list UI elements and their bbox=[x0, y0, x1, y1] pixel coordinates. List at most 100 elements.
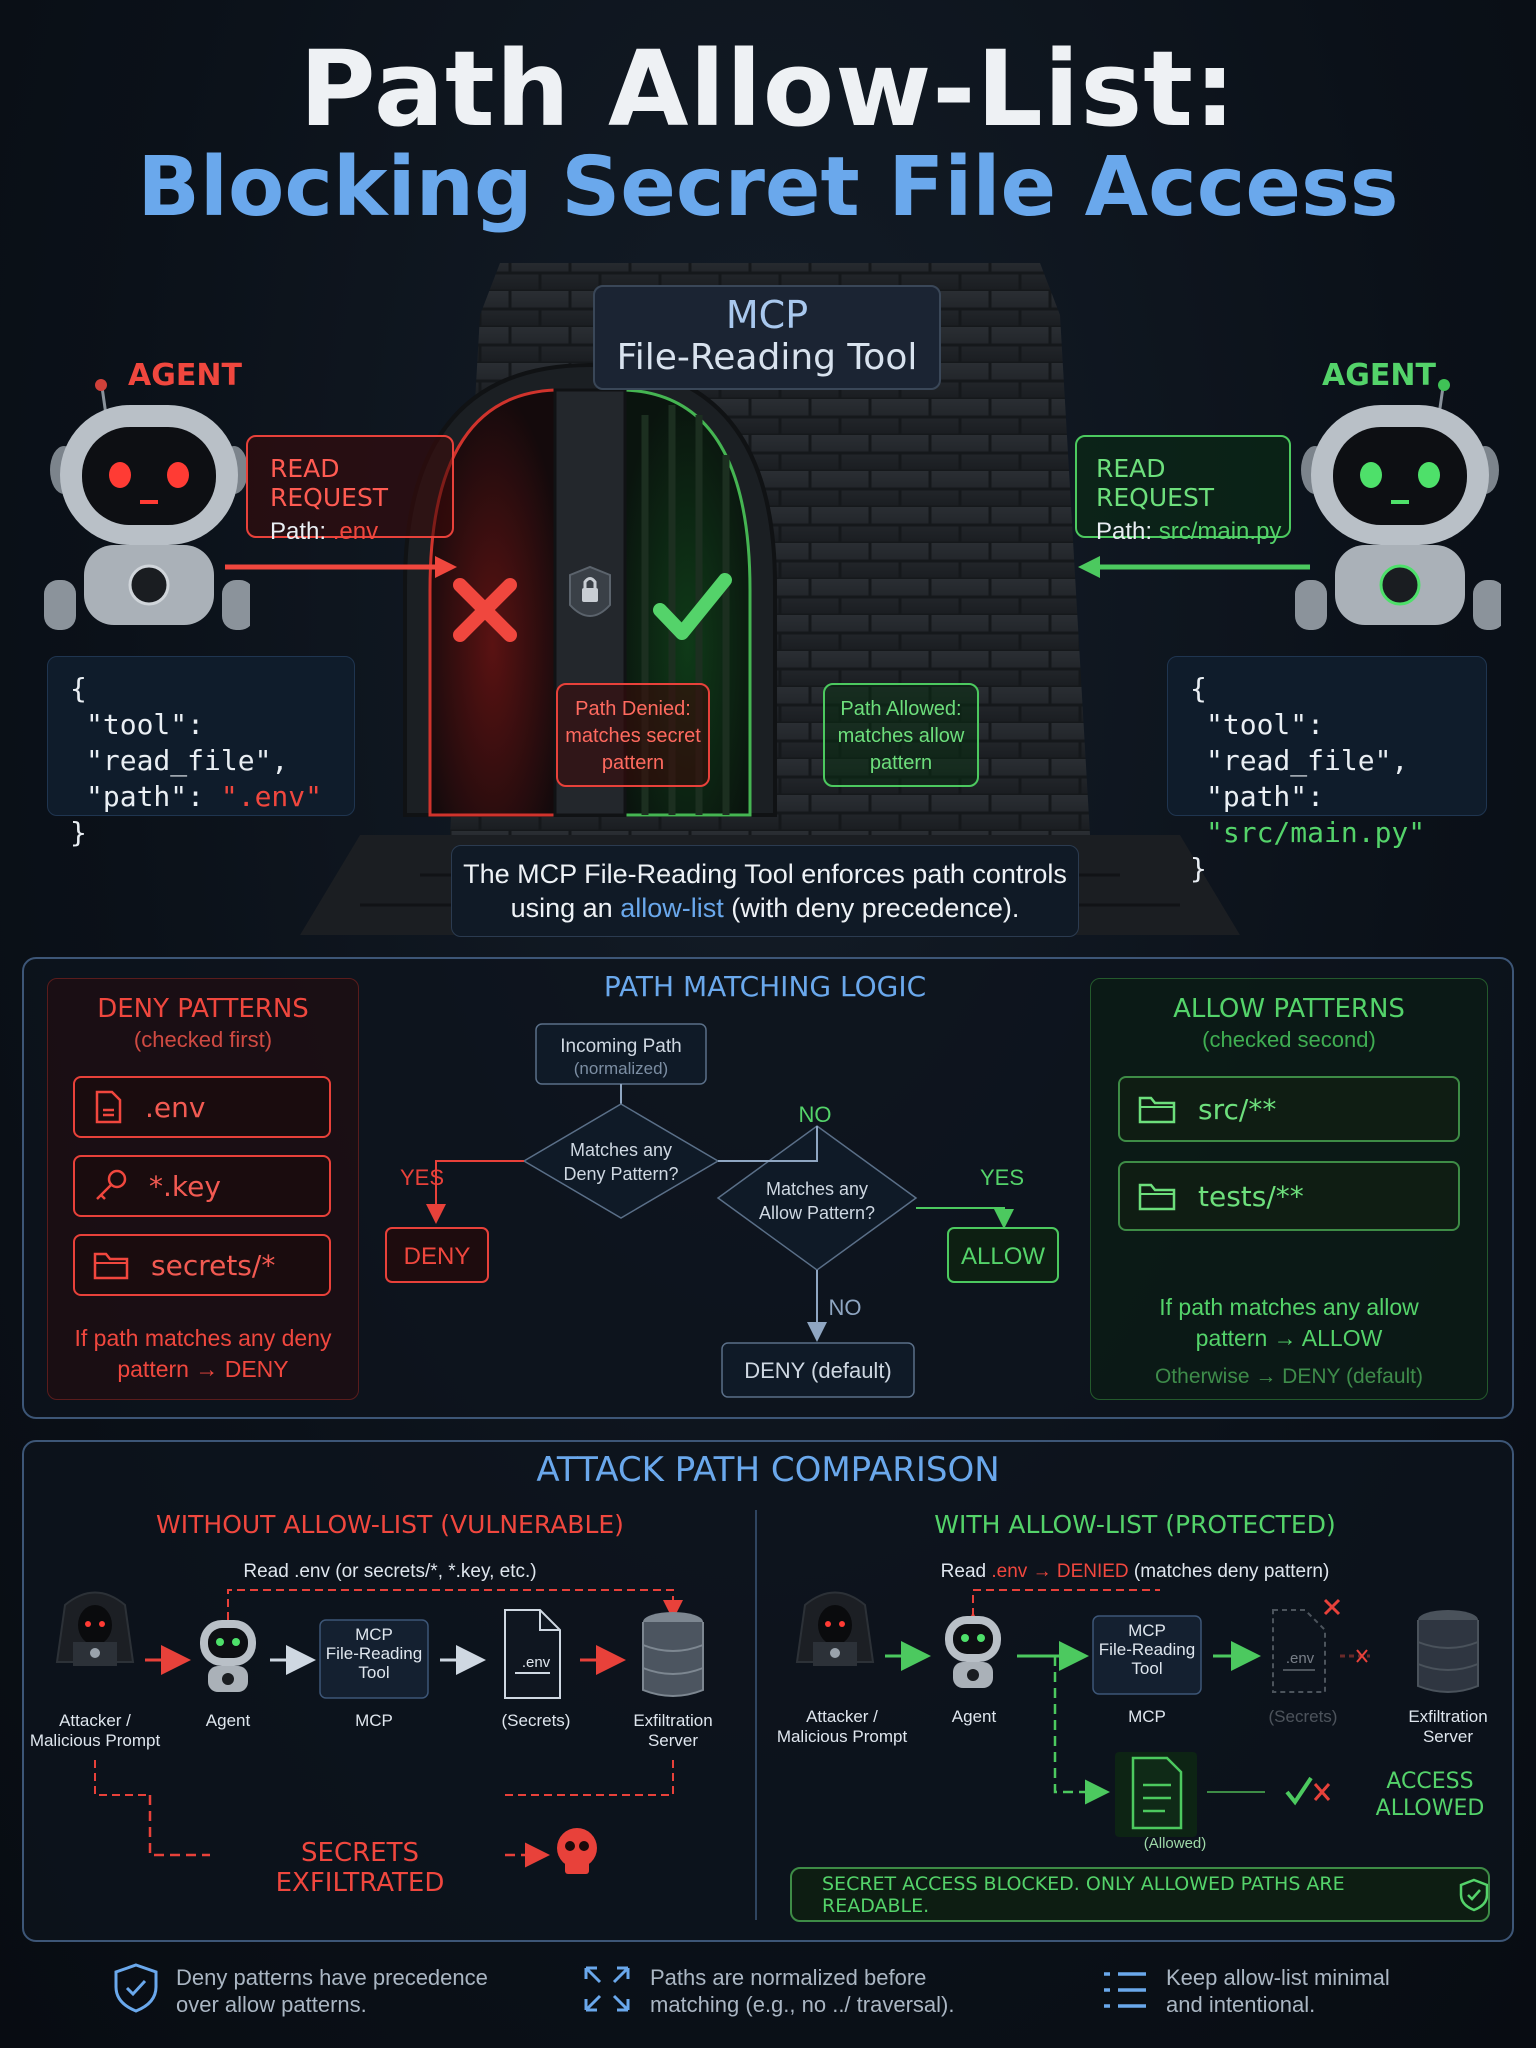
footer-line: Deny patterns have precedence bbox=[176, 1965, 488, 1990]
list-icon bbox=[1104, 1972, 1146, 2008]
without-agent-label: Agent bbox=[205, 1711, 251, 1730]
deny-patterns-title: DENY PATTERNS bbox=[97, 994, 309, 1024]
code-line: "tool": "read_file", bbox=[86, 708, 289, 777]
deny-node-text: DENY bbox=[404, 1243, 471, 1270]
label-line: Tool bbox=[1131, 1659, 1163, 1678]
comparison-divider bbox=[755, 1510, 757, 1920]
caption-text: (with deny precedence). bbox=[723, 893, 1020, 923]
with-agent-label: Agent bbox=[951, 1707, 997, 1726]
label-line: Server bbox=[647, 1731, 699, 1750]
blocked-env-file-icon bbox=[1272, 1609, 1326, 1693]
allow-list-term: allow-list bbox=[620, 893, 724, 923]
label-line: MCP bbox=[355, 1625, 393, 1644]
left-read-request: READ REQUEST Path: .env bbox=[246, 435, 454, 545]
allow-question-line: Allow Pattern? bbox=[759, 1203, 875, 1223]
attacker-icon bbox=[795, 1591, 875, 1666]
allow-note-line: If path matches any allow bbox=[1159, 1294, 1419, 1320]
allow-question-line: Matches any bbox=[766, 1179, 868, 1199]
label-line: Tool bbox=[358, 1663, 390, 1682]
title-line-1: Path Allow-List: bbox=[299, 28, 1237, 150]
shield-check-icon bbox=[1459, 1878, 1488, 1911]
deny-default-text: DENY (default) bbox=[744, 1358, 892, 1383]
label-line: ALLOWED bbox=[1375, 1796, 1485, 1821]
without-title: WITHOUT ALLOW-LIST (VULNERABLE) bbox=[156, 1510, 624, 1539]
with-attacker-label: Attacker /Malicious Prompt bbox=[772, 1707, 912, 1747]
read-text: Read bbox=[940, 1561, 992, 1582]
footer-line: and intentional. bbox=[1166, 1992, 1316, 2017]
allow-patterns-title: ALLOW PATTERNS bbox=[1173, 994, 1405, 1024]
database-icon bbox=[642, 1612, 704, 1697]
label-line: ACCESS bbox=[1386, 1769, 1474, 1794]
right-agent-label: AGENT bbox=[1322, 358, 1436, 393]
secrets-exfiltrated-label: SECRETS EXFILTRATED bbox=[275, 1838, 445, 1898]
path-label: Path: bbox=[270, 518, 333, 545]
mcp-tool-node bbox=[319, 1619, 429, 1699]
allowed-doc-label: (Allowed) bbox=[1143, 1835, 1207, 1852]
deny-note: If path matches any deny pattern → DENY bbox=[47, 1323, 359, 1385]
allowed-line: pattern bbox=[869, 752, 933, 774]
path-denied-label: Path Denied: matches secret pattern bbox=[556, 683, 710, 787]
code-line: } bbox=[1190, 852, 1207, 885]
without-mcp-label: MCP bbox=[355, 1711, 393, 1730]
allowed-document-icon bbox=[1115, 1752, 1197, 1837]
mcp-tool-sign: MCP File-Reading Tool bbox=[593, 285, 941, 390]
mcp-tool-node bbox=[1092, 1615, 1202, 1695]
code-line: { bbox=[1190, 672, 1207, 705]
shield-icon bbox=[114, 1963, 158, 2013]
deny-pattern-text: *.key bbox=[149, 1169, 221, 1203]
read-request-title: READ REQUEST bbox=[270, 454, 389, 512]
code-line: "path": ".env" bbox=[70, 779, 332, 815]
logic-title: PATH MATCHING LOGIC bbox=[603, 970, 927, 1003]
deny-pattern-key: *.key bbox=[73, 1155, 331, 1217]
deny-node bbox=[385, 1227, 489, 1283]
allow-patterns-subtitle: (checked second) bbox=[1202, 1027, 1376, 1052]
without-flow-diagram bbox=[55, 1589, 704, 1874]
folder-icon bbox=[1138, 1096, 1176, 1124]
without-read-label: Read .env (or secrets/*, *.key, etc.) bbox=[243, 1561, 537, 1582]
label-line: File-Reading bbox=[1098, 1640, 1196, 1659]
allow-node-text: ALLOW bbox=[961, 1243, 1045, 1270]
attacker-icon bbox=[55, 1591, 135, 1666]
allowed-line: matches allow bbox=[837, 725, 965, 747]
label-line: Server bbox=[1422, 1727, 1474, 1746]
with-mcp-label: MCP bbox=[1128, 1707, 1166, 1726]
no-label-deny: NO bbox=[799, 1102, 832, 1127]
read-file: .env bbox=[991, 1561, 1028, 1582]
denied-line: Path Denied: bbox=[575, 698, 691, 720]
deny-question-line: Deny Pattern? bbox=[563, 1164, 678, 1184]
read-denied: DENIED bbox=[1056, 1561, 1129, 1582]
read-request-title: READ REQUEST bbox=[1096, 454, 1215, 512]
yes-label-allow: YES bbox=[980, 1165, 1024, 1190]
right-code-block: { "tool": "read_file", "path": "src/main… bbox=[1167, 656, 1487, 885]
folder-icon bbox=[1138, 1183, 1176, 1211]
label-line: File-Reading bbox=[325, 1644, 423, 1663]
mcp-tool-sign-title: MCP bbox=[725, 293, 809, 337]
label-line: MCP bbox=[1128, 1621, 1166, 1640]
title-line-2: Blocking Secret File Access bbox=[137, 140, 1399, 235]
footer-line: over allow patterns. bbox=[176, 1992, 367, 2017]
code-line: "tool": "read_file", bbox=[1206, 708, 1409, 777]
deny-default-node bbox=[721, 1342, 915, 1398]
caption-line: The MCP File-Reading Tool enforces path … bbox=[463, 859, 1067, 889]
robot-icon-right bbox=[1295, 379, 1501, 630]
secret-access-blocked-banner: SECRET ACCESS BLOCKED. ONLY ALLOWED PATH… bbox=[790, 1867, 1490, 1922]
deny-pattern-text: .env bbox=[145, 1090, 206, 1124]
denied-line: pattern bbox=[601, 752, 665, 774]
robot-icon-left bbox=[44, 379, 250, 630]
without-file-name: .env bbox=[521, 1654, 551, 1671]
yes-label-deny: YES bbox=[400, 1165, 444, 1190]
with-secrets-label: (Secrets) bbox=[1268, 1707, 1338, 1726]
deny-pattern-text: secrets/* bbox=[151, 1248, 276, 1282]
allow-pattern-text: src/** bbox=[1198, 1092, 1277, 1126]
deny-pattern-env: .env bbox=[73, 1076, 331, 1138]
with-read-label: Read .env → DENIED (matches deny pattern… bbox=[775, 1561, 1495, 1583]
allow-note-line: pattern → ALLOW bbox=[1195, 1325, 1383, 1351]
code-line: "path": "src/main.py" bbox=[1190, 779, 1464, 851]
banner-text: SECRET ACCESS BLOCKED. ONLY ALLOWED PATH… bbox=[822, 1872, 1345, 1917]
